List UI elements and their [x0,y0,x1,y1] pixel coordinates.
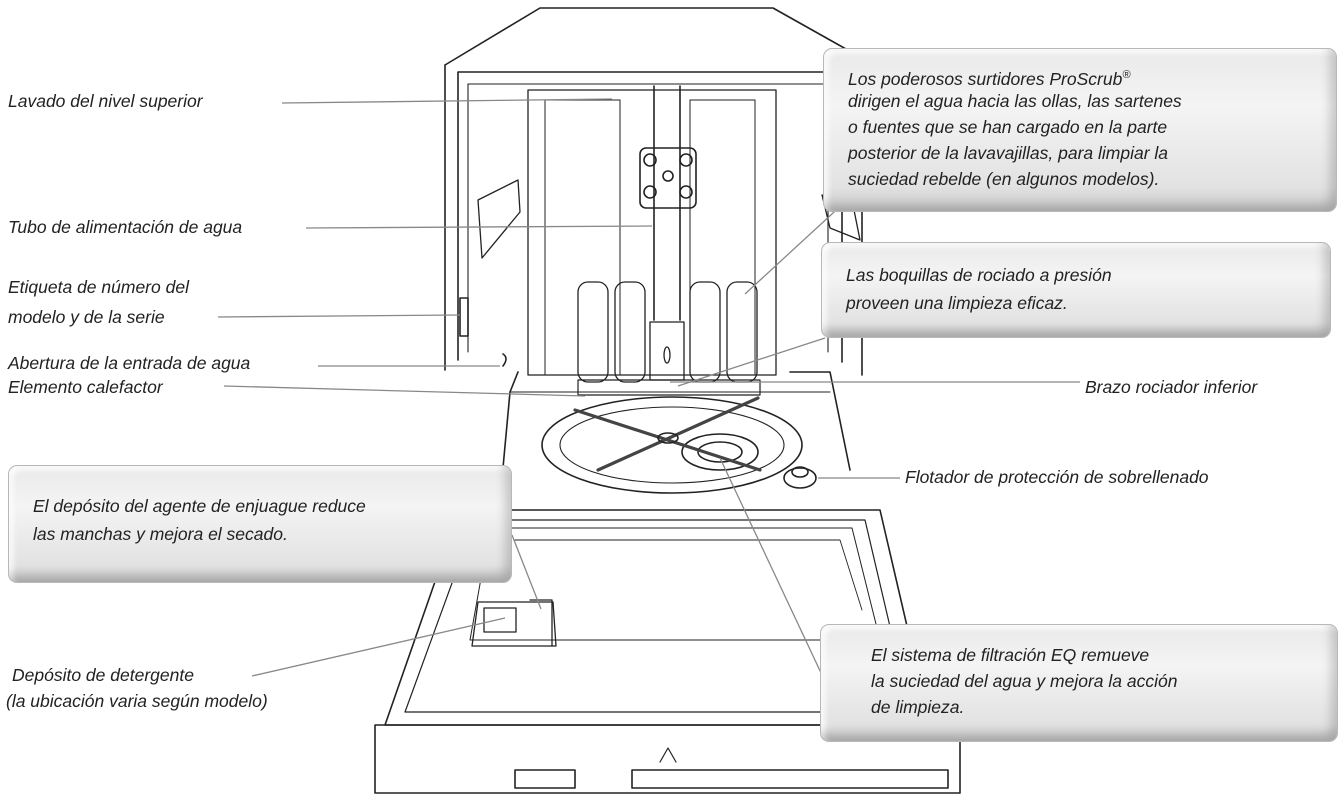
label-detergente-line1: Depósito de detergente [12,665,194,685]
leader-etiqueta [217,314,461,318]
enjuague-line2: las manchas y mejora el secado. [33,524,288,544]
leader-filtracion [719,457,831,693]
left-rack-rail [477,179,521,259]
filter-sump [541,396,803,494]
leader-calefactor [223,385,586,397]
label-abertura-entrada: Abertura de la entrada de agua [8,353,251,373]
callout-enjuague: El depósito del agente de enjuague reduc… [8,465,512,583]
water-inlet [502,353,507,367]
filtracion-line3: de limpieza. [871,697,965,717]
overfill-float [783,467,817,489]
model-label [459,297,469,337]
spray-hub [639,147,697,209]
boquillas-line1: Las boquillas de rociado a presión [846,265,1112,285]
label-tubo-alimentacion: Tubo de alimentación de agua [8,217,243,237]
water-feed-tube [653,85,681,321]
filtracion-line2: la suciedad del agua y mejora la acción [871,671,1178,691]
label-detergente-line2: (la ubicación varia según modelo) [6,691,268,711]
label-lavado-nivel-superior: Lavado del nivel superior [8,91,203,111]
leader-lavado [281,98,613,104]
proscrub-line5: suciedad rebelde (en algunos modelos). [848,169,1160,189]
label-etiqueta-line2: modelo y de la serie [8,307,165,327]
leader-tubo [305,225,653,229]
callout-boquillas: Las boquillas de rociado a presión prove… [821,242,1331,338]
proscrub-line3: o fuentes que se han cargado en la parte [848,117,1168,137]
spray-nozzles [577,281,758,383]
label-brazo-rociador: Brazo rociador inferior [1085,377,1258,397]
proscrub-line1: Los poderosos surtidores ProScrub® [848,68,1131,89]
callout-proscrub: Los poderosos surtidores ProScrub® dirig… [823,48,1337,212]
proscrub-line2: dirigen el agua hacia las ollas, las sar… [848,91,1182,111]
filtracion-line1: El sistema de filtración EQ remueve [871,645,1150,665]
leader-boquillas [677,337,826,387]
lower-spray-arm [573,396,762,472]
kickplate [374,724,961,794]
callout-filtracion: El sistema de filtración EQ remueve la s… [820,624,1338,742]
leader-detergente [251,617,506,677]
label-elemento-calefactor: Elemento calefactor [8,377,163,397]
label-etiqueta-line1: Etiqueta de número del [8,277,189,297]
leader-enjuague [511,534,542,610]
proscrub-line4: posterior de la lavavajillas, para limpi… [848,143,1169,163]
label-flotador: Flotador de protección de sobrellenado [905,467,1209,487]
boquillas-line2: proveen una limpieza eficaz. [846,293,1068,313]
tub-back [527,89,777,376]
enjuague-line1: El depósito del agente de enjuague reduc… [33,496,366,516]
